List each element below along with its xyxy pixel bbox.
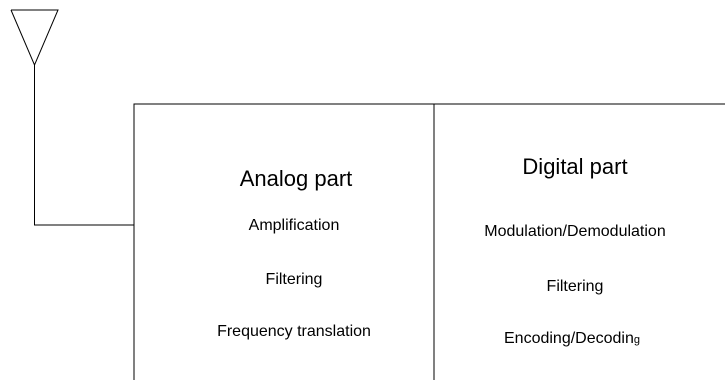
analog-item-filtering: Filtering bbox=[265, 271, 323, 288]
analog-item-amplification: Amplification bbox=[248, 217, 340, 234]
analog-block-border bbox=[133, 103, 435, 380]
digital-item-encoding-decoding-tail: g bbox=[633, 334, 640, 346]
antenna-icon bbox=[10, 9, 59, 67]
digital-item-encoding-decoding-main: Encoding/Decodin bbox=[504, 330, 634, 347]
digital-part-title: Digital part bbox=[522, 154, 628, 179]
antenna-feed-line bbox=[34, 65, 134, 226]
digital-item-filtering: Filtering bbox=[546, 278, 604, 295]
digital-item-encoding-decoding: Encoding/Decoding bbox=[504, 331, 640, 347]
analog-part-title: Analog part bbox=[239, 166, 353, 191]
analog-item-frequency-translation: Frequency translation bbox=[217, 323, 371, 340]
digital-item-modulation-demodulation: Modulation/Demodulation bbox=[484, 223, 666, 240]
